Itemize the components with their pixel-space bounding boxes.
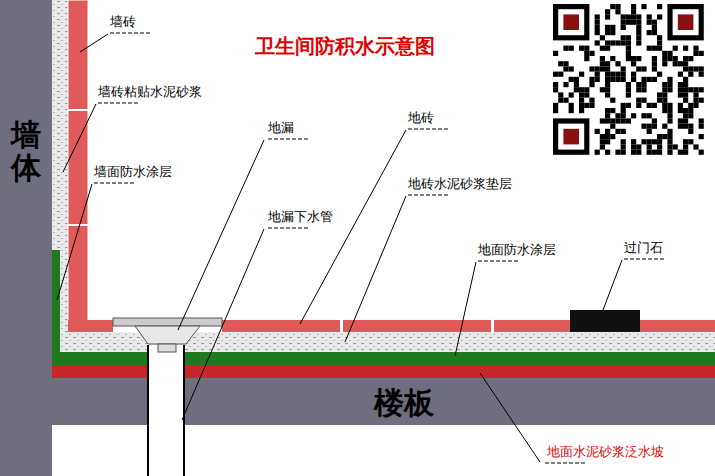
band-label: 墙体 — [11, 118, 41, 184]
band-label: 楼板 — [374, 383, 434, 424]
drain-pipe — [148, 345, 184, 476]
threshold-stone — [570, 310, 640, 332]
part-label: 地面防水涂层 — [478, 243, 556, 258]
leader-lines — [57, 34, 622, 462]
part-label: 墙砖 — [110, 15, 136, 30]
wall-band: 墙体 — [0, 0, 52, 476]
part-label: 地砖 — [408, 111, 434, 126]
qr-code — [548, 0, 706, 165]
part-label: 墙面防水涂层 — [94, 165, 172, 180]
part-label: 地面水泥砂浆泛水坡 — [545, 445, 666, 460]
part-label: 地漏 — [268, 121, 294, 136]
part-label: 过门石 — [624, 241, 663, 256]
part-label: 地砖水泥砂浆垫层 — [408, 177, 512, 192]
dash-underlines — [94, 33, 664, 463]
part-label: 墙砖粘贴水泥砂浆 — [98, 85, 202, 100]
part-label: 地漏下水管 — [268, 210, 333, 225]
title: 卫生间防积水示意图 — [255, 33, 435, 60]
floor-slab-band: 楼板 — [52, 378, 715, 425]
wall-band — [0, 0, 52, 476]
floor-drain — [113, 318, 222, 352]
